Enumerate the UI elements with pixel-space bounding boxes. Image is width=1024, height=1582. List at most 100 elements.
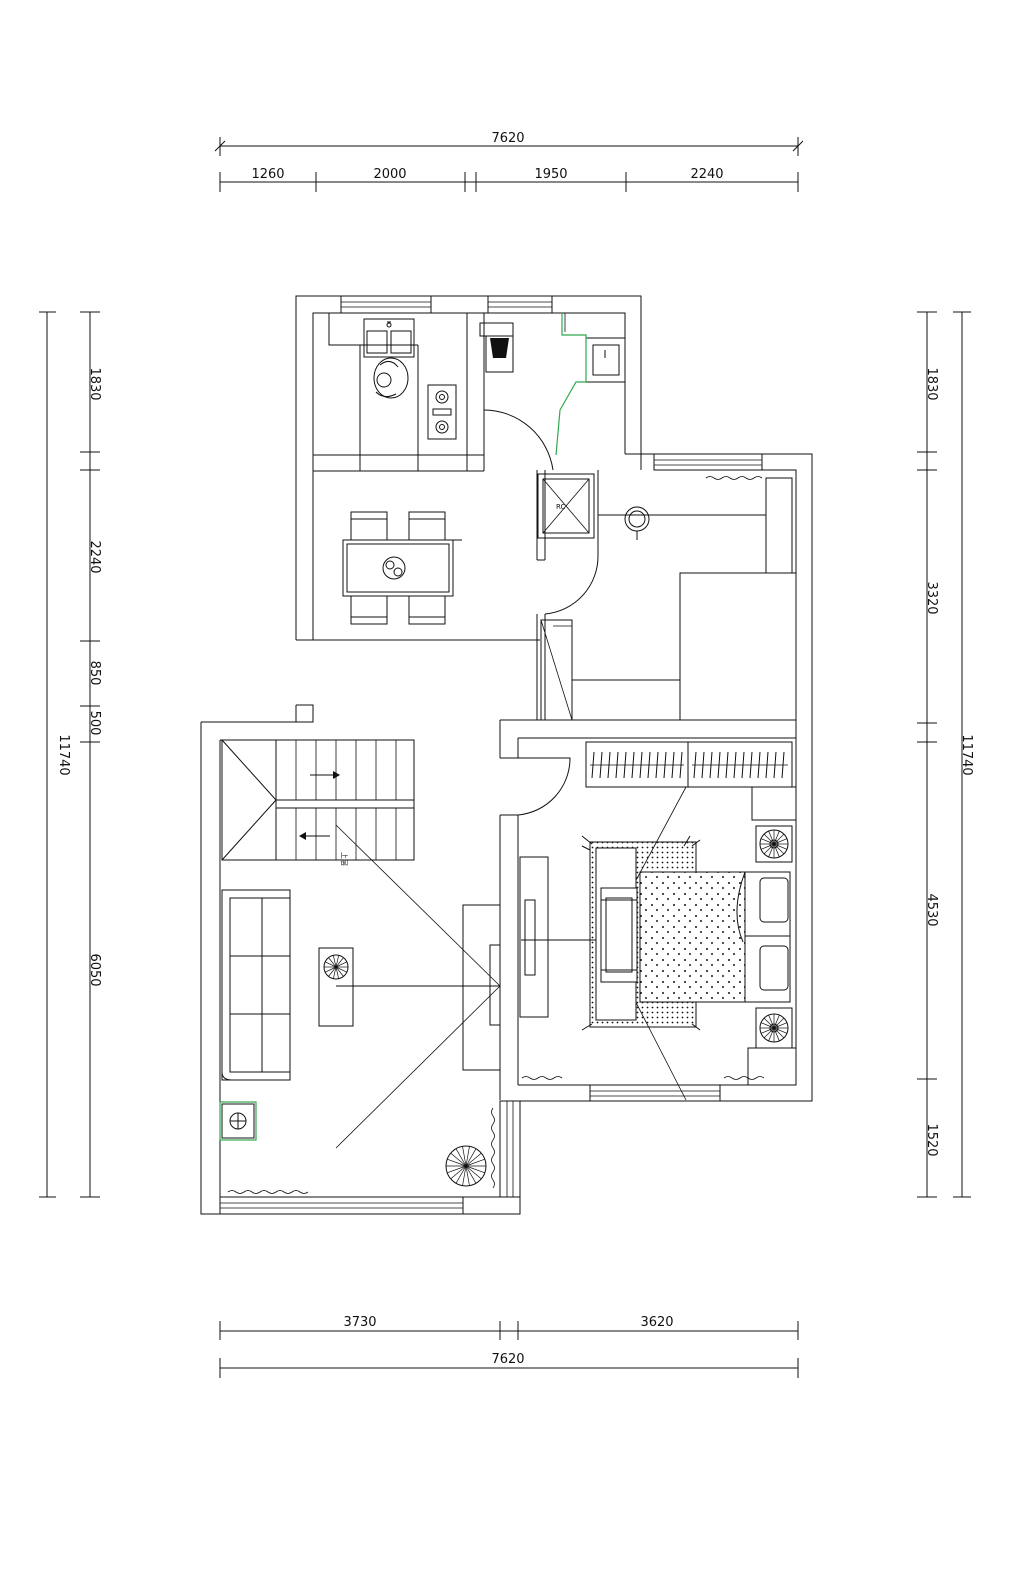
drawing-stroke bbox=[465, 1165, 477, 1184]
drawing-stroke bbox=[335, 961, 347, 968]
bedroom-2 bbox=[540, 476, 796, 721]
drawing-stroke bbox=[639, 751, 643, 779]
drawing-stroke bbox=[773, 843, 780, 858]
potted-plant-icon bbox=[445, 1145, 487, 1187]
drawing-stroke bbox=[765, 751, 769, 779]
drawing-stroke bbox=[773, 843, 785, 855]
kitchen bbox=[328, 313, 457, 471]
drawing-stroke bbox=[465, 1165, 470, 1186]
drawing-stroke bbox=[465, 1165, 485, 1174]
lamp-rays bbox=[760, 830, 788, 858]
dining-table-icon bbox=[342, 511, 462, 625]
right-dimensions: 1830 3320 4530 1520 11740 bbox=[917, 311, 974, 1198]
drawing-stroke bbox=[462, 1165, 467, 1186]
coffee-table-icon bbox=[318, 947, 354, 1027]
stair-treads bbox=[295, 740, 397, 860]
drawing-stroke bbox=[763, 843, 775, 855]
drawing-stroke bbox=[455, 1148, 467, 1167]
bathroom: RC bbox=[479, 313, 626, 615]
drawing-stroke bbox=[773, 830, 780, 845]
dim-top-seg-3: 1950 bbox=[534, 167, 567, 182]
bench-icon bbox=[600, 887, 638, 983]
drawing-stroke bbox=[623, 751, 627, 779]
drawing-stroke bbox=[763, 1017, 775, 1029]
shower-icon: RC bbox=[537, 473, 595, 539]
lamp-icon bbox=[755, 1007, 793, 1049]
dim-right-seg-2: 3320 bbox=[924, 581, 939, 614]
stove-icon bbox=[427, 384, 457, 440]
drawing-stroke bbox=[749, 751, 753, 779]
drawing-stroke bbox=[615, 751, 619, 779]
drawing-stroke bbox=[773, 1017, 785, 1029]
drawing-stroke bbox=[768, 830, 775, 845]
bedroom-1 bbox=[517, 741, 797, 1101]
dim-left-total: 11740 bbox=[56, 734, 71, 775]
dim-left-seg-2: 2240 bbox=[87, 540, 102, 573]
drawing-stroke bbox=[335, 966, 340, 979]
left-dimensions: 11740 1830 2240 850 500 6050 bbox=[39, 311, 102, 1198]
bed-icon bbox=[639, 871, 791, 1003]
drawing-stroke bbox=[607, 751, 611, 779]
tv-unit-icon bbox=[462, 904, 501, 1071]
arrow-left-icon bbox=[299, 832, 330, 840]
drawing-stroke bbox=[768, 1027, 775, 1042]
arrow-right-icon bbox=[310, 771, 340, 779]
chair-icon bbox=[408, 511, 446, 541]
drawing-stroke bbox=[328, 966, 337, 977]
drawing-stroke bbox=[631, 751, 635, 779]
dim-right-seg-3: 4530 bbox=[924, 893, 939, 926]
lamp-icon bbox=[755, 825, 793, 863]
drawing-stroke bbox=[455, 1165, 467, 1184]
svg-text:RC: RC bbox=[556, 503, 566, 511]
lamp-rays bbox=[760, 1014, 788, 1042]
drawing-stroke bbox=[693, 751, 697, 779]
ac-unit-icon bbox=[219, 1101, 257, 1141]
drawing-stroke bbox=[773, 1027, 780, 1042]
drawing-stroke bbox=[760, 1027, 775, 1034]
drawing-stroke bbox=[647, 751, 651, 779]
drawing-stroke bbox=[781, 751, 785, 779]
wardrobe-icon bbox=[585, 741, 793, 788]
staircase: 上层 bbox=[221, 739, 415, 866]
drawing-stroke bbox=[773, 751, 777, 779]
bottom-dimensions: 3730 3620 7620 bbox=[219, 1315, 799, 1378]
dim-left-seg-5: 6050 bbox=[87, 953, 102, 986]
drawing-stroke bbox=[773, 1027, 788, 1034]
chair-icon bbox=[408, 595, 446, 625]
drawing-stroke bbox=[773, 838, 788, 845]
dim-left-seg-4: 500 bbox=[87, 711, 102, 736]
drawing-stroke bbox=[773, 833, 785, 845]
sofa-icon bbox=[221, 889, 291, 1081]
drawing-stroke bbox=[332, 955, 337, 968]
drawing-stroke bbox=[733, 751, 737, 779]
drawing-stroke bbox=[447, 1165, 467, 1174]
drawing-stroke bbox=[701, 751, 705, 779]
chair-icon bbox=[350, 595, 388, 625]
drawing-stroke bbox=[328, 957, 337, 968]
drawing-stroke bbox=[335, 955, 340, 968]
dim-top-total: 7620 bbox=[491, 131, 524, 146]
drawing-stroke bbox=[757, 751, 761, 779]
drawing-stroke bbox=[599, 751, 603, 779]
drawing-stroke bbox=[465, 1165, 482, 1180]
drawing-stroke bbox=[332, 966, 337, 979]
washbasin-icon bbox=[585, 337, 626, 383]
drawing-stroke bbox=[768, 1014, 775, 1029]
walls bbox=[200, 295, 813, 1215]
drawing-stroke bbox=[725, 751, 729, 779]
drawing-stroke bbox=[773, 1022, 788, 1029]
dim-right-seg-1: 1830 bbox=[924, 367, 939, 400]
drawing-stroke bbox=[773, 1027, 785, 1039]
dim-top-seg-2: 2000 bbox=[373, 167, 406, 182]
drawing-stroke bbox=[447, 1158, 467, 1167]
drawing-stroke bbox=[763, 1027, 775, 1039]
drawing-stroke bbox=[462, 1146, 467, 1167]
drawing-stroke bbox=[465, 1152, 482, 1167]
top-dimensions: 7620 1260 2000 1950 2240 bbox=[214, 131, 804, 192]
drawing-stroke bbox=[335, 966, 344, 977]
dim-right-seg-4: 1520 bbox=[924, 1123, 939, 1156]
plant-leaves bbox=[446, 1146, 486, 1186]
chair-icon bbox=[350, 511, 388, 541]
drawing-stroke bbox=[763, 833, 775, 845]
